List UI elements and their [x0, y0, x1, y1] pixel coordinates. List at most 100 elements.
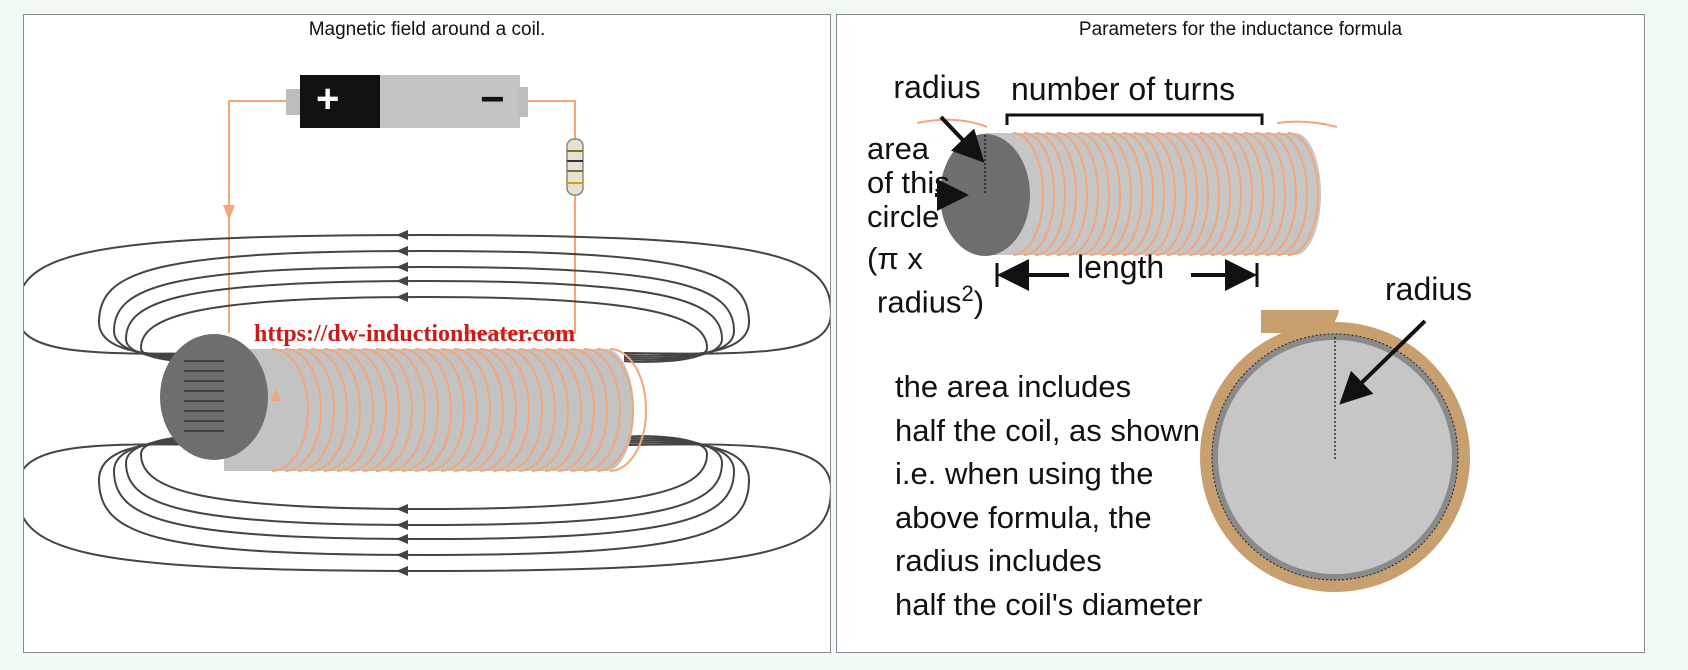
coil-turn [1254, 132, 1286, 256]
coil-turn [388, 348, 426, 472]
coil-turn [1089, 132, 1121, 256]
upper-coil-turns [1012, 132, 1319, 256]
coil-turn [1155, 132, 1187, 256]
note-line: half the coil, as shown [895, 412, 1201, 448]
field-arrow [396, 276, 408, 286]
field-arrow [396, 504, 408, 514]
battery-positive-label: + [316, 77, 340, 121]
right-panel-title: Parameters for the inductance formula [1078, 19, 1403, 40]
area-line-4: (π x [867, 241, 923, 276]
coil-turn [531, 348, 569, 472]
note-line: above formula, the [895, 499, 1152, 535]
coil-field-diagram [24, 75, 830, 576]
coil-turn [323, 348, 361, 472]
coil-turn [440, 348, 478, 472]
coil-turn [1133, 132, 1165, 256]
note-line: the area includes [895, 369, 1132, 404]
area-close-paren: ) [973, 284, 985, 320]
area-line-2: of this [867, 165, 950, 200]
area-line-1: area [867, 131, 930, 166]
coil-turn [1122, 132, 1154, 256]
coil-turn [453, 348, 491, 472]
current-arrow [223, 205, 235, 220]
coil-end-face [160, 334, 268, 460]
radius-arrow [939, 115, 985, 163]
field-line [112, 266, 736, 359]
coil-turn [1243, 132, 1275, 256]
coil-turn [1045, 132, 1077, 256]
coil-turn [1023, 132, 1055, 256]
coil-turn [1188, 132, 1220, 256]
coil-turn [1067, 132, 1099, 256]
coil-turn [479, 348, 517, 472]
coil-turn [401, 348, 439, 472]
right-panel: Parameters for the inductance formula [836, 14, 1645, 653]
battery [286, 75, 528, 128]
coil-turn [349, 348, 387, 472]
field-arrow [396, 534, 408, 544]
left-panel: Magnetic field around a coil. [23, 14, 831, 653]
field-line [97, 250, 751, 357]
coil-area-note: the area includes half the coil, as show… [895, 365, 1202, 626]
area-radius-word: radius [877, 284, 962, 320]
circuit-wire [228, 100, 576, 334]
length-dimension [995, 259, 1259, 291]
field-arrow [396, 262, 408, 272]
coil-turn [271, 348, 309, 472]
field-line [112, 439, 736, 540]
coil-turn [1100, 132, 1132, 256]
coil-turn [1078, 132, 1110, 256]
field-arrow [396, 230, 408, 240]
length-label: length [1077, 249, 1165, 285]
coil-turn [1012, 132, 1044, 256]
coil-turn [414, 348, 452, 472]
number-of-turns-label: number of turns [1011, 71, 1236, 107]
coil-turn [544, 348, 582, 472]
field-arrow [396, 566, 408, 576]
resistor [566, 138, 584, 196]
upper-coil [916, 118, 1338, 256]
coil-turn [1221, 132, 1253, 256]
coil-turn [1265, 132, 1297, 256]
coil-turn [570, 348, 608, 472]
coil-turn [297, 348, 335, 472]
field-arrow [396, 246, 408, 256]
coil [160, 334, 647, 472]
coil-turn [583, 348, 621, 472]
coil-turn [362, 348, 400, 472]
turns-bracket [1005, 113, 1264, 125]
area-line-5: radius2) [877, 281, 985, 320]
coil-turn [1199, 132, 1231, 256]
field-arrow [396, 292, 408, 302]
radius-label-circle: radius [1385, 271, 1473, 307]
coil-turn [1232, 132, 1264, 256]
upper-coil-end-face [940, 134, 1030, 256]
radius-label-top: radius [893, 69, 981, 105]
coil-turn [284, 348, 322, 472]
coil-turn [1111, 132, 1143, 256]
coil-turn [427, 348, 465, 472]
coil-turn [1276, 132, 1308, 256]
coil-turn [466, 348, 504, 472]
coil-turn [518, 348, 556, 472]
field-arrow [396, 520, 408, 530]
coil-turn [336, 348, 374, 472]
inner-field-lines [184, 360, 224, 432]
field-arrow [396, 550, 408, 560]
field-line [24, 443, 830, 572]
area-superscript: 2 [961, 281, 974, 306]
coil-turn [505, 348, 543, 472]
inductance-parameters-diagram [916, 113, 1470, 592]
coil-turn [1177, 132, 1209, 256]
watermark-url: https://dw-inductionheater.com [254, 321, 576, 347]
coil-turn [1144, 132, 1176, 256]
coil-turn [492, 348, 530, 472]
note-line: i.e. when using the [895, 456, 1154, 491]
coil-turn [609, 348, 647, 472]
note-line: half the coil's diameter [895, 586, 1203, 622]
coil-current-arrow [271, 389, 281, 401]
coil-turn [1210, 132, 1242, 256]
coil-turn [375, 348, 413, 472]
coil-turn [596, 348, 634, 472]
area-line-3: circle [867, 199, 940, 234]
